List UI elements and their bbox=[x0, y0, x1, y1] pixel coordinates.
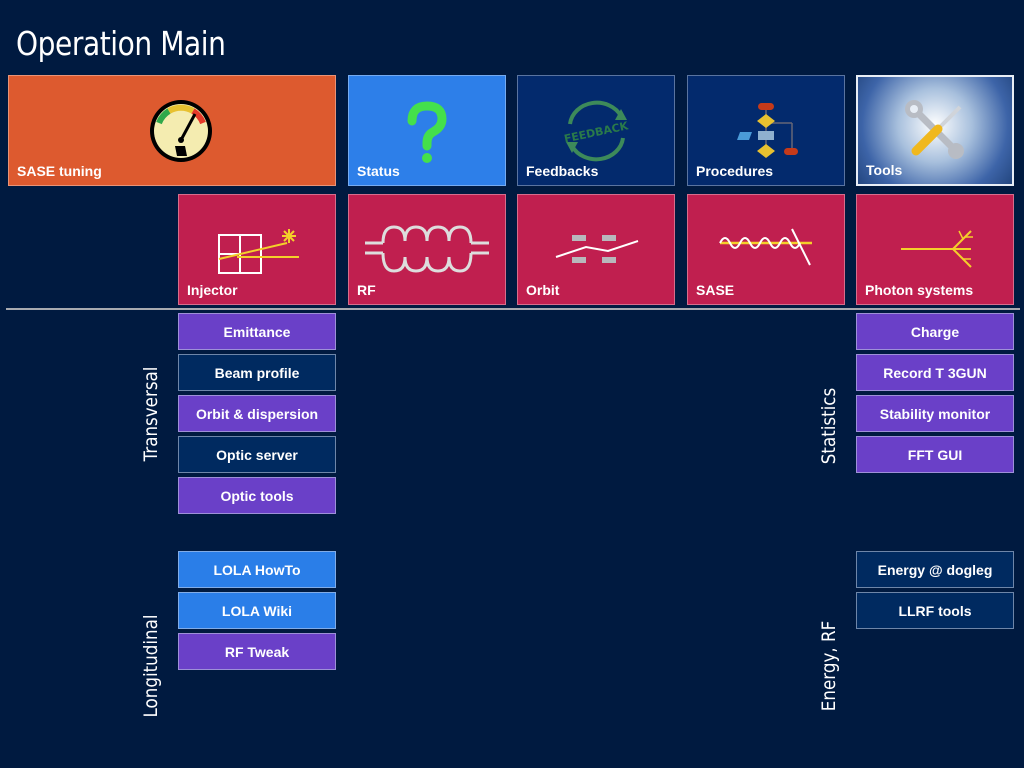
tile-label: Procedures bbox=[696, 163, 774, 179]
rf-tile[interactable]: RF bbox=[348, 194, 506, 305]
charge-button[interactable]: Charge bbox=[856, 313, 1014, 350]
orbit-icon bbox=[555, 235, 639, 263]
injector-tile[interactable]: Injector bbox=[178, 194, 336, 305]
section-label-statistics: Statistics bbox=[818, 387, 840, 465]
section-label-transversal: Transversal bbox=[140, 366, 162, 462]
wrench-screwdriver-icon bbox=[905, 100, 964, 159]
stability-monitor-button[interactable]: Stability monitor bbox=[856, 395, 1014, 432]
tile-label: SASE bbox=[696, 282, 735, 298]
feedback-logo-text: FEEDBACK bbox=[563, 119, 630, 145]
section-label-energy-rf: Energy, RF bbox=[818, 620, 840, 712]
tools-tile[interactable]: Tools bbox=[856, 75, 1014, 186]
orbit-tile[interactable]: Orbit bbox=[517, 194, 675, 305]
feedback-cycle-icon: FEEDBACK bbox=[563, 100, 630, 162]
page-title: Operation Main bbox=[16, 24, 226, 63]
tile-label: Injector bbox=[187, 282, 238, 298]
injector-icon bbox=[218, 229, 299, 274]
emittance-button[interactable]: Emittance bbox=[178, 313, 336, 350]
photon-beam-split-icon bbox=[901, 230, 973, 268]
lola-wiki-button[interactable]: LOLA Wiki bbox=[178, 592, 336, 629]
gauge-icon bbox=[150, 100, 212, 162]
feedbacks-tile[interactable]: FEEDBACK Feedbacks bbox=[517, 75, 675, 186]
tile-label: Photon systems bbox=[865, 282, 974, 298]
rf-tweak-button[interactable]: RF Tweak bbox=[178, 633, 336, 670]
fft-gui-button[interactable]: FFT GUI bbox=[856, 436, 1014, 473]
flowchart-icon bbox=[737, 103, 798, 158]
tile-label: Orbit bbox=[526, 282, 560, 298]
tile-label: Status bbox=[357, 163, 400, 179]
llrf-tools-button[interactable]: LLRF tools bbox=[856, 592, 1014, 629]
sase-wave-icon bbox=[719, 228, 812, 266]
record-t-3gun-button[interactable]: Record T 3GUN bbox=[856, 354, 1014, 391]
lola-howto-button[interactable]: LOLA HowTo bbox=[178, 551, 336, 588]
tile-label: Tools bbox=[866, 162, 903, 178]
optic-tools-button[interactable]: Optic tools bbox=[178, 477, 336, 514]
photon-systems-tile[interactable]: Photon systems bbox=[856, 194, 1014, 305]
tile-label: SASE tuning bbox=[17, 163, 102, 179]
tile-label: Feedbacks bbox=[526, 163, 599, 179]
beam-profile-button[interactable]: Beam profile bbox=[178, 354, 336, 391]
optic-server-button[interactable]: Optic server bbox=[178, 436, 336, 473]
tile-label: RF bbox=[357, 282, 376, 298]
procedures-tile[interactable]: Procedures bbox=[687, 75, 845, 186]
question-mark-icon bbox=[407, 101, 447, 163]
rf-cavity-icon bbox=[365, 225, 489, 273]
sase-tuning-tile[interactable]: SASE tuning bbox=[8, 75, 336, 186]
status-tile[interactable]: Status bbox=[348, 75, 506, 186]
energy-dogleg-button[interactable]: Energy @ dogleg bbox=[856, 551, 1014, 588]
section-divider bbox=[6, 308, 1020, 310]
orbit-dispersion-button[interactable]: Orbit & dispersion bbox=[178, 395, 336, 432]
section-label-longitudinal: Longitudinal bbox=[140, 614, 162, 718]
sase-tile[interactable]: SASE bbox=[687, 194, 845, 305]
